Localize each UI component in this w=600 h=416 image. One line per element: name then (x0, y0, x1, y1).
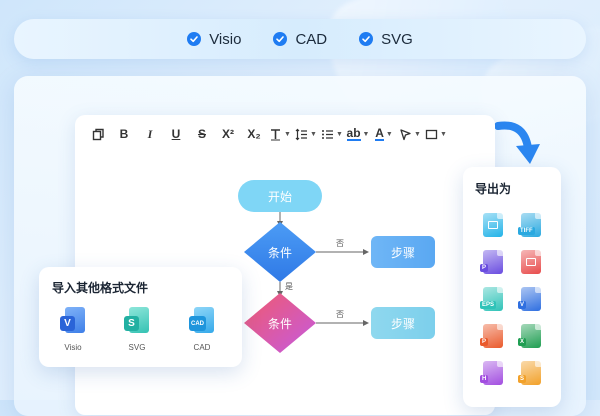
file-glyph (488, 221, 498, 229)
cad-file-icon: CAD (189, 307, 215, 337)
file-shape: TIFF (518, 213, 541, 237)
italic-icon[interactable]: I (147, 126, 153, 141)
file-fold (535, 361, 541, 367)
file-fold (535, 287, 541, 293)
import-item-label: Visio (64, 343, 82, 352)
file-type-tag: TIFF (518, 227, 535, 235)
file-type-tag: EPS (480, 301, 497, 309)
curved-arrow-right-icon (494, 121, 540, 164)
check-icon (187, 32, 202, 46)
file-shape: P (480, 250, 503, 274)
edge-label-no: 否 (336, 310, 344, 319)
flow-step-node-1[interactable]: 步骤 (371, 236, 435, 268)
flow-start-node[interactable]: 开始 (238, 180, 322, 212)
font-color-icon[interactable]: A▼ (375, 126, 393, 141)
file-shape (521, 250, 541, 274)
format-visio: Visio (187, 31, 241, 48)
diagram-editor: B I U S X² X₂ ▼ ▼ ▼ ab▼ A▼ ▼ ▼ 开始 (75, 115, 495, 415)
line-spacing-icon[interactable]: ▼ (293, 122, 319, 146)
condition-label: 条件 (267, 245, 292, 260)
file-fold (535, 250, 541, 256)
format-label: SVG (381, 30, 413, 48)
file-fold (535, 213, 541, 219)
tiff-file-icon[interactable]: TIFF (518, 213, 541, 237)
text-style-icon[interactable]: ▼ (267, 122, 293, 146)
condition-label: 条件 (267, 316, 292, 331)
import-cad[interactable]: CAD CAD (182, 307, 222, 352)
svg-file-icon: S (124, 307, 150, 337)
ppt-file-icon[interactable]: P (480, 324, 503, 348)
import-visio[interactable]: V Visio (53, 307, 93, 352)
html-file-icon[interactable]: H (480, 361, 503, 385)
shape-icon[interactable]: ▼ (423, 122, 449, 146)
export-formats-card: 导出为 TIFF P EPS V P X H S (463, 167, 561, 407)
format-label: CAD (295, 30, 328, 48)
highlight-icon[interactable]: ab▼ (346, 126, 370, 141)
import-item-label: CAD (193, 343, 211, 352)
file-shape: H (480, 361, 503, 385)
visio-file-icon: V (60, 307, 86, 337)
file-shape: V (518, 287, 541, 311)
import-card-title: 导入其他格式文件 (52, 281, 149, 295)
import-svg[interactable]: S SVG (117, 307, 157, 352)
import-formats-card: 导入其他格式文件 V Visio S SVG CAD CAD (39, 267, 242, 367)
visio-file-icon[interactable]: V (518, 287, 541, 311)
edge-label-no: 否 (336, 239, 344, 248)
flow-condition-node-1[interactable]: 条件 (244, 222, 316, 282)
file-fold (497, 361, 503, 367)
image-file-icon[interactable] (483, 213, 503, 237)
file-fold (497, 213, 503, 219)
list-icon[interactable]: ▼ (319, 122, 345, 146)
check-icon (273, 32, 288, 46)
file-fold (497, 324, 503, 330)
format-label: Visio (209, 30, 242, 48)
diagram-canvas[interactable]: 开始 条件 条件 步骤 步骤 否 是 否 (75, 153, 495, 415)
format-toolbar: B I U S X² X₂ ▼ ▼ ▼ ab▼ A▼ ▼ ▼ (75, 115, 495, 153)
file-shape: S (518, 361, 541, 385)
file-glyph (526, 258, 536, 266)
pdf-editor-file-icon[interactable]: P (480, 250, 503, 274)
format-cad: CAD (273, 31, 327, 48)
file-type-tag: P (480, 264, 489, 272)
eps-file-icon[interactable]: EPS (480, 287, 503, 311)
superscript-icon[interactable]: X² (222, 127, 234, 141)
file-type-tag: X (518, 338, 527, 346)
excel-file-icon[interactable]: X (518, 324, 541, 348)
pointer-icon[interactable]: ▼ (397, 122, 423, 146)
subscript-icon[interactable]: X₂ (247, 127, 261, 141)
file-type-tag: H (480, 375, 489, 383)
export-card-title: 导出为 (475, 182, 512, 196)
file-shape: P (480, 324, 503, 348)
svg-file-icon[interactable]: S (518, 361, 541, 385)
file-fold (535, 324, 541, 330)
bold-icon[interactable]: B (119, 127, 129, 141)
flow-condition-node-2[interactable]: 条件 (244, 293, 316, 353)
underline-icon[interactable]: U (171, 127, 181, 141)
file-shape: EPS (480, 287, 503, 311)
file-fold (497, 250, 503, 256)
file-type-tag: P (480, 338, 489, 346)
pdf-file-icon[interactable] (521, 250, 541, 274)
file-type-tag: S (518, 375, 527, 383)
file-shape: X (518, 324, 541, 348)
copy-format-icon[interactable] (85, 122, 111, 146)
import-item-label: SVG (128, 343, 146, 352)
check-icon (359, 32, 374, 46)
file-fold (497, 287, 503, 293)
flow-step-node-2[interactable]: 步骤 (371, 307, 435, 339)
supported-formats-bar: Visio CAD SVG (14, 19, 586, 59)
file-shape (483, 213, 503, 237)
strikethrough-icon[interactable]: S (197, 127, 206, 141)
format-svg: SVG (359, 31, 413, 48)
edge-label-yes: 是 (285, 282, 293, 291)
file-type-tag: V (518, 301, 527, 309)
